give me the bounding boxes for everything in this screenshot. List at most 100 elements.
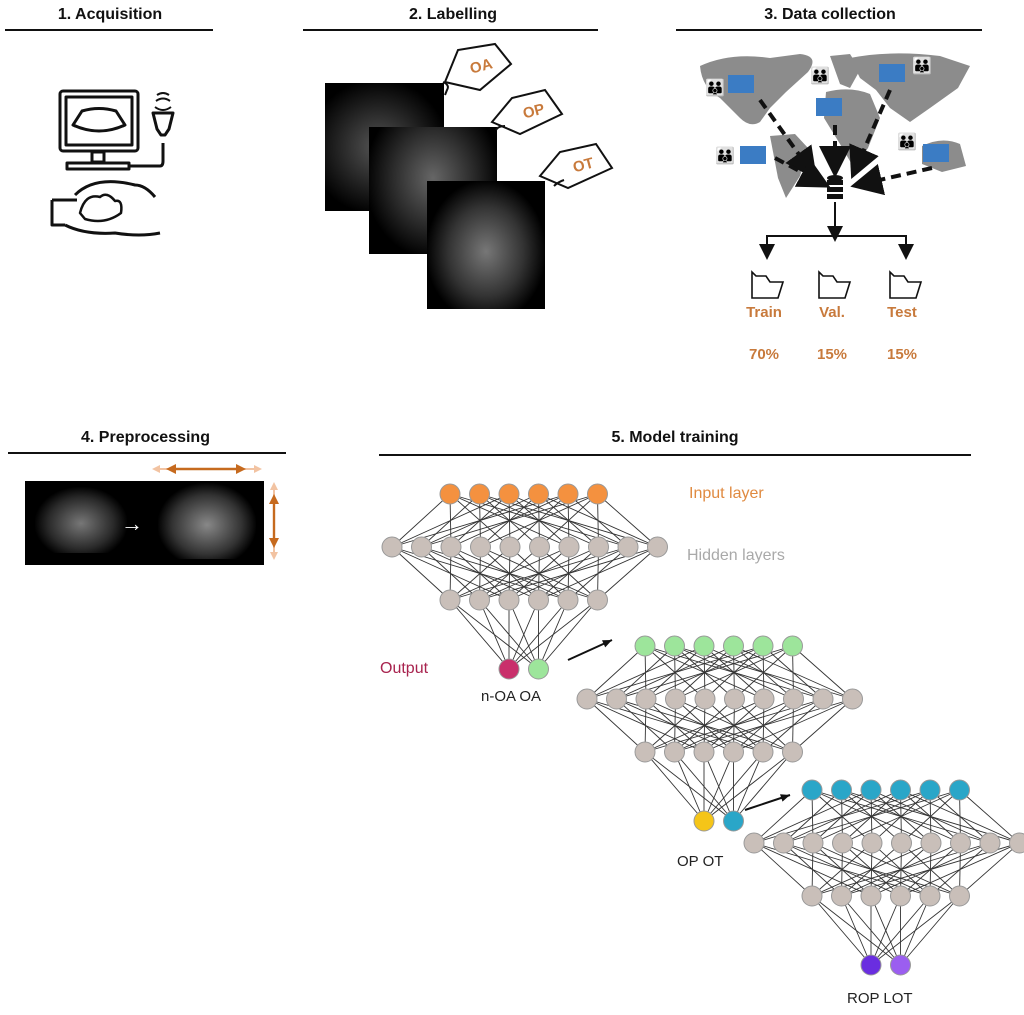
folder-icon-test <box>889 270 923 299</box>
edge <box>449 546 570 601</box>
hidden-node <box>558 536 580 558</box>
people-icon-2: 👪 <box>810 68 830 85</box>
hidden-node <box>773 832 794 854</box>
hidden-node <box>782 741 803 763</box>
edge <box>538 599 598 670</box>
edge <box>538 546 658 601</box>
preprocessing-rule <box>8 452 286 454</box>
output-node <box>860 954 882 976</box>
hidden-node <box>588 536 609 558</box>
hospital-icon-3 <box>879 64 905 82</box>
collection-arrows <box>751 89 933 299</box>
edge <box>391 546 451 601</box>
hidden-node <box>694 688 716 710</box>
edge <box>900 895 960 966</box>
split-percent-test: 15% <box>886 346 918 363</box>
hospital-icon-1 <box>728 75 754 93</box>
hidden-node <box>1009 832 1024 854</box>
hidden-node <box>469 589 490 611</box>
hidden-node <box>439 589 461 611</box>
edge <box>811 895 872 966</box>
edge <box>870 895 960 966</box>
output-node <box>528 658 549 680</box>
edge <box>449 599 510 670</box>
people-icon-5: 👪 <box>897 134 917 151</box>
split-percent-val: 15% <box>816 346 848 363</box>
hidden-node <box>783 688 804 710</box>
edge <box>391 493 510 548</box>
hidden-node <box>743 832 765 854</box>
data-collection-rule <box>676 29 982 31</box>
edge <box>842 789 960 844</box>
edge <box>870 895 931 966</box>
edge <box>792 645 853 700</box>
preprocessing-title: 4. Preprocessing <box>81 429 210 446</box>
edge <box>753 842 813 897</box>
hidden-node <box>411 536 432 558</box>
split-label-test: Test <box>887 304 917 321</box>
network-3-outputs: ROP LOT <box>847 990 913 1007</box>
acquisition-rule <box>5 29 213 31</box>
edge <box>586 645 705 700</box>
resize-arrows <box>152 464 279 560</box>
hidden-node <box>587 589 608 611</box>
hidden-node <box>801 885 823 907</box>
hospital-icon-4 <box>740 146 766 164</box>
hidden-node <box>842 688 863 710</box>
hidden-node <box>752 741 774 763</box>
edge <box>734 645 793 700</box>
ultrasound-before <box>35 487 127 553</box>
ultrasound-machine-icon <box>50 89 175 237</box>
output-node <box>890 954 911 976</box>
input-node <box>831 779 852 801</box>
edge <box>597 546 658 601</box>
input-node <box>860 779 882 801</box>
input-node <box>528 483 549 505</box>
edge <box>479 599 510 670</box>
input-node <box>752 635 774 657</box>
output-node <box>693 810 715 832</box>
edge <box>841 895 872 966</box>
input-node <box>634 635 656 657</box>
model-training-rule <box>379 454 971 456</box>
input-node <box>919 779 941 801</box>
split-label-train: Train <box>746 304 782 321</box>
hidden-node <box>832 832 853 854</box>
output-label: Output <box>380 660 429 677</box>
hidden-node <box>381 536 403 558</box>
input-node <box>664 635 685 657</box>
edge <box>792 698 853 753</box>
data-collection-title: 3. Data collection <box>764 6 896 23</box>
model-training-title: 5. Model training <box>611 429 739 446</box>
hidden-node <box>617 536 639 558</box>
output-node <box>723 810 744 832</box>
edge <box>753 789 813 844</box>
people-icon-4: 👪 <box>715 148 735 165</box>
split-percent-train: 70% <box>748 346 780 363</box>
edge <box>508 599 569 670</box>
edge <box>391 493 451 548</box>
edge <box>508 599 539 670</box>
input-node <box>557 483 579 505</box>
ultrasound-after <box>158 483 256 559</box>
hidden-node <box>606 688 627 710</box>
database-icon <box>827 175 843 199</box>
hidden-node <box>665 688 686 710</box>
edge <box>703 751 734 822</box>
edge <box>675 645 793 700</box>
hidden-node <box>919 885 941 907</box>
preprocessing-image-strip: → <box>25 481 264 565</box>
edge <box>597 493 658 548</box>
edge <box>586 645 646 700</box>
hidden-node <box>802 832 824 854</box>
input-node <box>723 635 744 657</box>
labelling-title: 2. Labelling <box>408 6 497 23</box>
edge <box>959 789 1020 844</box>
hidden-node <box>979 832 1001 854</box>
label-tags <box>442 42 614 190</box>
edge <box>733 698 853 753</box>
edge <box>644 751 705 822</box>
edge <box>901 789 960 844</box>
hidden-node <box>693 741 715 763</box>
transform-arrow-icon: → <box>121 511 143 536</box>
